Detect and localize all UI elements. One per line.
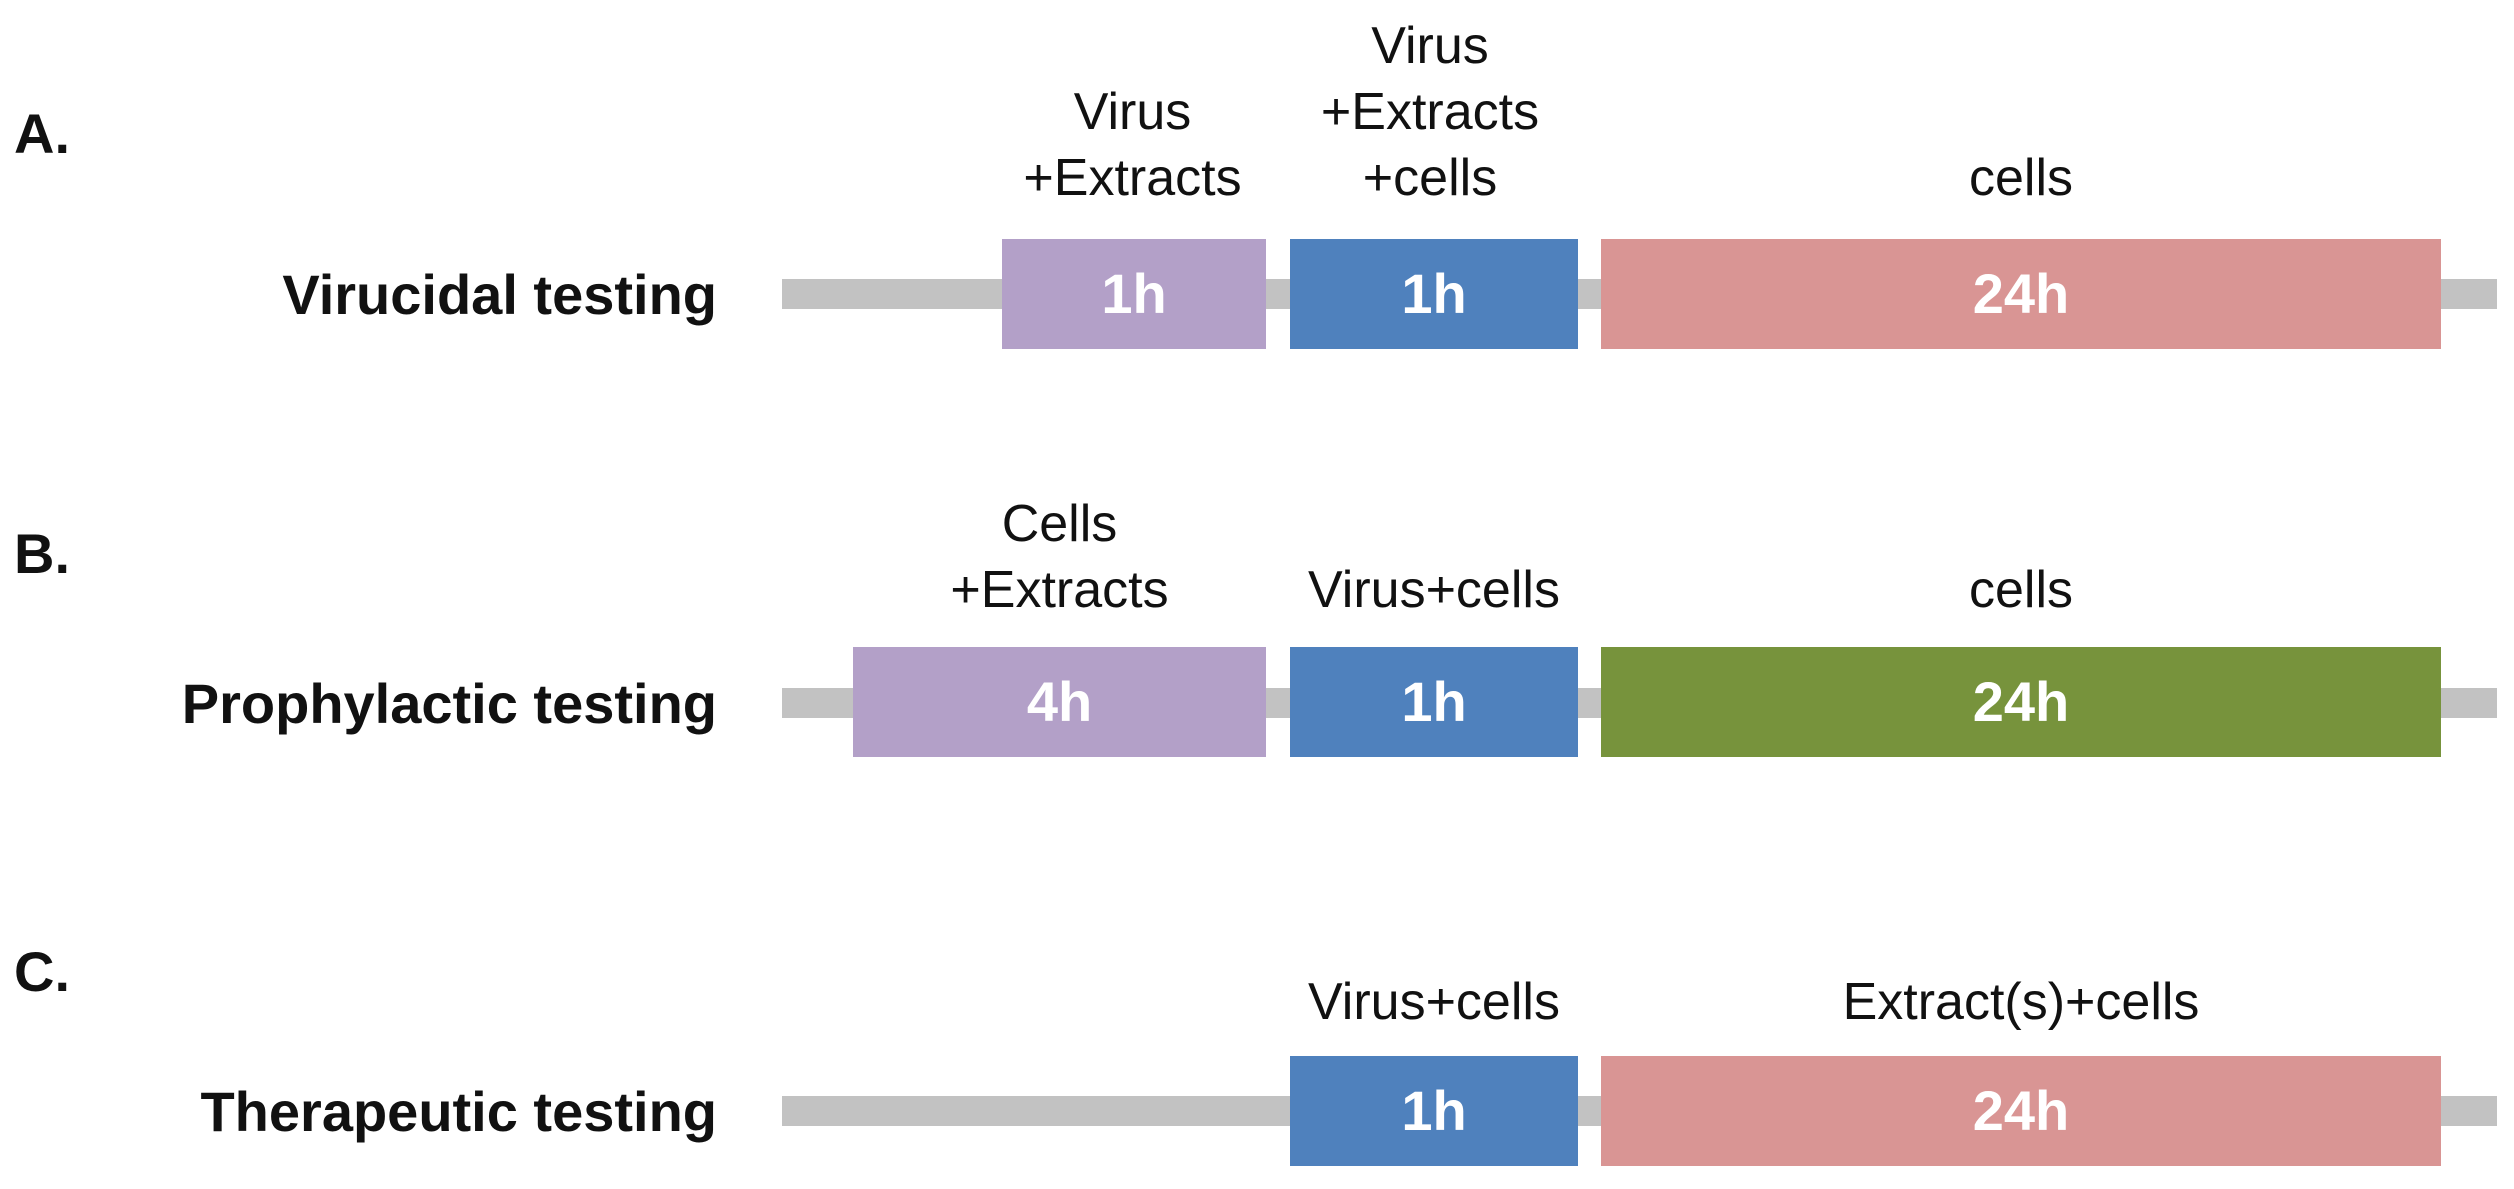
virucidal-step3-box: 24h <box>1601 239 2441 349</box>
section-b-letter: B. <box>14 522 70 585</box>
virucidal-step1-caption: Virus +Extracts <box>1000 79 1265 211</box>
section-c-letter: C. <box>14 940 70 1003</box>
virucidal-step2-caption: Virus +Extracts +cells <box>1285 13 1575 211</box>
prophylactic-step1-duration: 4h <box>1026 670 1093 733</box>
prophylactic-testing-label: Prophylactic testing <box>181 672 717 735</box>
virucidal-step1-box: 1h <box>1002 239 1266 349</box>
prophylactic-step3-duration: 24h <box>1972 670 2070 733</box>
virucidal-step3-caption-line1: cells <box>1968 149 2074 207</box>
prophylactic-step1-caption-line1: Cells <box>1001 495 1118 553</box>
therapeutic-step2-caption-line1: Extract(s)+cells <box>1842 973 2200 1031</box>
virucidal-step1-caption-line2: +Extracts <box>1023 149 1242 207</box>
virucidal-step2-caption-line3: +cells <box>1362 149 1498 207</box>
virucidal-step3-caption: cells <box>1601 145 2441 211</box>
virucidal-step2-duration: 1h <box>1401 262 1467 325</box>
virucidal-step1-duration: 1h <box>1101 262 1167 325</box>
therapeutic-step1-duration: 1h <box>1401 1079 1467 1142</box>
prophylactic-step1-caption-line2: +Extracts <box>950 561 1169 619</box>
prophylactic-step3-caption: cells <box>1601 557 2441 623</box>
therapeutic-step2-duration: 24h <box>1972 1079 2070 1142</box>
prophylactic-step3-caption-line1: cells <box>1968 561 2074 619</box>
prophylactic-step1-box: 4h <box>853 647 1266 757</box>
virucidal-step3-duration: 24h <box>1972 262 2070 325</box>
prophylactic-step2-caption: Virus+cells <box>1270 557 1598 623</box>
prophylactic-step2-box: 1h <box>1290 647 1578 757</box>
prophylactic-step3-box: 24h <box>1601 647 2441 757</box>
therapeutic-step2-box: 24h <box>1601 1056 2441 1166</box>
therapeutic-step2-caption: Extract(s)+cells <box>1601 969 2441 1035</box>
virucidal-testing-label: Virucidal testing <box>282 263 717 326</box>
therapeutic-step1-caption: Virus+cells <box>1270 969 1598 1035</box>
virucidal-step2-caption-line1: Virus <box>1371 17 1489 75</box>
therapeutic-step1-caption-line1: Virus+cells <box>1308 973 1560 1031</box>
prophylactic-step1-caption: Cells +Extracts <box>853 491 1266 623</box>
prophylactic-step2-duration: 1h <box>1401 670 1467 733</box>
therapeutic-step1-box: 1h <box>1290 1056 1578 1166</box>
virucidal-step2-caption-line2: +Extracts <box>1320 83 1540 141</box>
section-a-letter: A. <box>14 102 70 165</box>
prophylactic-step2-caption-line1: Virus+cells <box>1308 561 1560 619</box>
virucidal-step2-box: 1h <box>1290 239 1578 349</box>
therapeutic-testing-label: Therapeutic testing <box>200 1080 717 1143</box>
virucidal-step1-caption-line1: Virus <box>1073 83 1192 141</box>
